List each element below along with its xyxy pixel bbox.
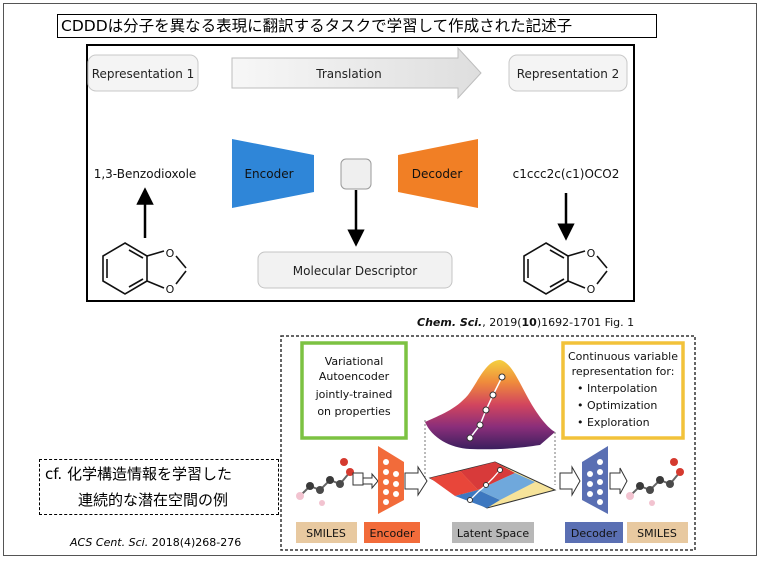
smiles-left-text: SMILES — [306, 527, 346, 540]
projection-lines — [424, 420, 556, 485]
encoder-label-box: Encoder — [364, 522, 420, 543]
citation-acs-cent-sci: ACS Cent. Sci. 2018(4)268-276 — [70, 536, 241, 549]
encoder-bottom-text: Encoder — [370, 527, 415, 540]
citation2-rest: 2018(4)268-276 — [148, 536, 242, 549]
molecular-descriptor-label: Molecular Descriptor — [293, 264, 417, 278]
vae-text-line: on properties — [317, 405, 391, 418]
decoder-block: Decoder — [398, 139, 478, 208]
molecule-model-right — [626, 458, 684, 506]
encoder-label: Encoder — [244, 167, 293, 181]
latent-space-label-box: Latent Space — [452, 522, 534, 543]
citation2-journal: ACS Cent. Sci. — [70, 536, 149, 549]
benzodioxole-structure-right — [523, 242, 608, 295]
decoder-label: Decoder — [412, 167, 463, 181]
vae-text-line: Variational — [325, 355, 384, 368]
output-smiles: c1ccc2c(c1)OCO2 — [513, 167, 620, 181]
vae-text-line: jointly-trained — [315, 388, 393, 401]
decoder-network — [559, 446, 628, 514]
encoder-block: Encoder — [232, 139, 314, 208]
continuous-text-line: Continuous variable — [568, 350, 678, 363]
latent-space-plane — [428, 461, 557, 509]
slide-frame — [3, 3, 757, 556]
latent-space-text: Latent Space — [457, 527, 529, 540]
representation-1-label: Representation 1 — [92, 67, 195, 81]
vae-description-box: Variational Autoencoder jointly-trained … — [300, 341, 408, 440]
smiles-label-left: SMILES — [296, 522, 357, 543]
representation-2-label: Representation 2 — [517, 67, 620, 81]
continuous-text-line: representation for: — [572, 365, 675, 378]
slide-title: CDDDは分子を異なる表現に翻訳するタスクで学習して作成された記述子 — [57, 14, 657, 38]
property-surface — [425, 360, 555, 450]
cf-note-line1: cf. 化学構造情報を学習した — [45, 465, 232, 483]
oxygen-atom-label: O — [166, 247, 175, 260]
representation-2-box: Representation 2 — [508, 54, 628, 92]
continuous-representation-box: Continuous variable representation for: … — [561, 341, 685, 440]
representation-1-box: Representation 1 — [87, 54, 199, 92]
continuous-text-line: • Interpolation — [577, 382, 657, 395]
translation-arrow: Translation — [231, 46, 482, 100]
continuous-text-line: • Optimization — [577, 399, 657, 412]
citation-chem-sci: Chem. Sci., 2019(10)1692-1701 Fig. 1 — [417, 316, 634, 329]
encoder-network — [352, 446, 428, 514]
continuous-text-line: • Exploration — [577, 416, 650, 429]
cf-note-line2: 連続的な潜在空間の例 — [78, 491, 229, 509]
smiles-right-text: SMILES — [637, 527, 677, 540]
molecule-model-left — [296, 458, 354, 506]
translation-label: Translation — [315, 67, 381, 81]
latent-vector-box — [340, 158, 372, 190]
decoder-bottom-text: Decoder — [571, 527, 618, 540]
oxygen-atom-label: O — [587, 283, 596, 296]
molecular-descriptor-box: Molecular Descriptor — [257, 251, 453, 289]
oxygen-atom-label: O — [166, 283, 175, 296]
vae-figure-frame — [280, 335, 696, 551]
benzodioxole-structure-left — [102, 242, 187, 295]
vae-text-line: Autoencoder — [319, 370, 390, 383]
smiles-label-right: SMILES — [627, 522, 688, 543]
decoder-label-box: Decoder — [565, 522, 623, 543]
input-molecule-name: 1,3-Benzodioxole — [94, 167, 197, 181]
oxygen-atom-label: O — [587, 247, 596, 260]
cf-note-box: cf. 化学構造情報を学習した 連続的な潜在空間の例 — [39, 459, 279, 515]
